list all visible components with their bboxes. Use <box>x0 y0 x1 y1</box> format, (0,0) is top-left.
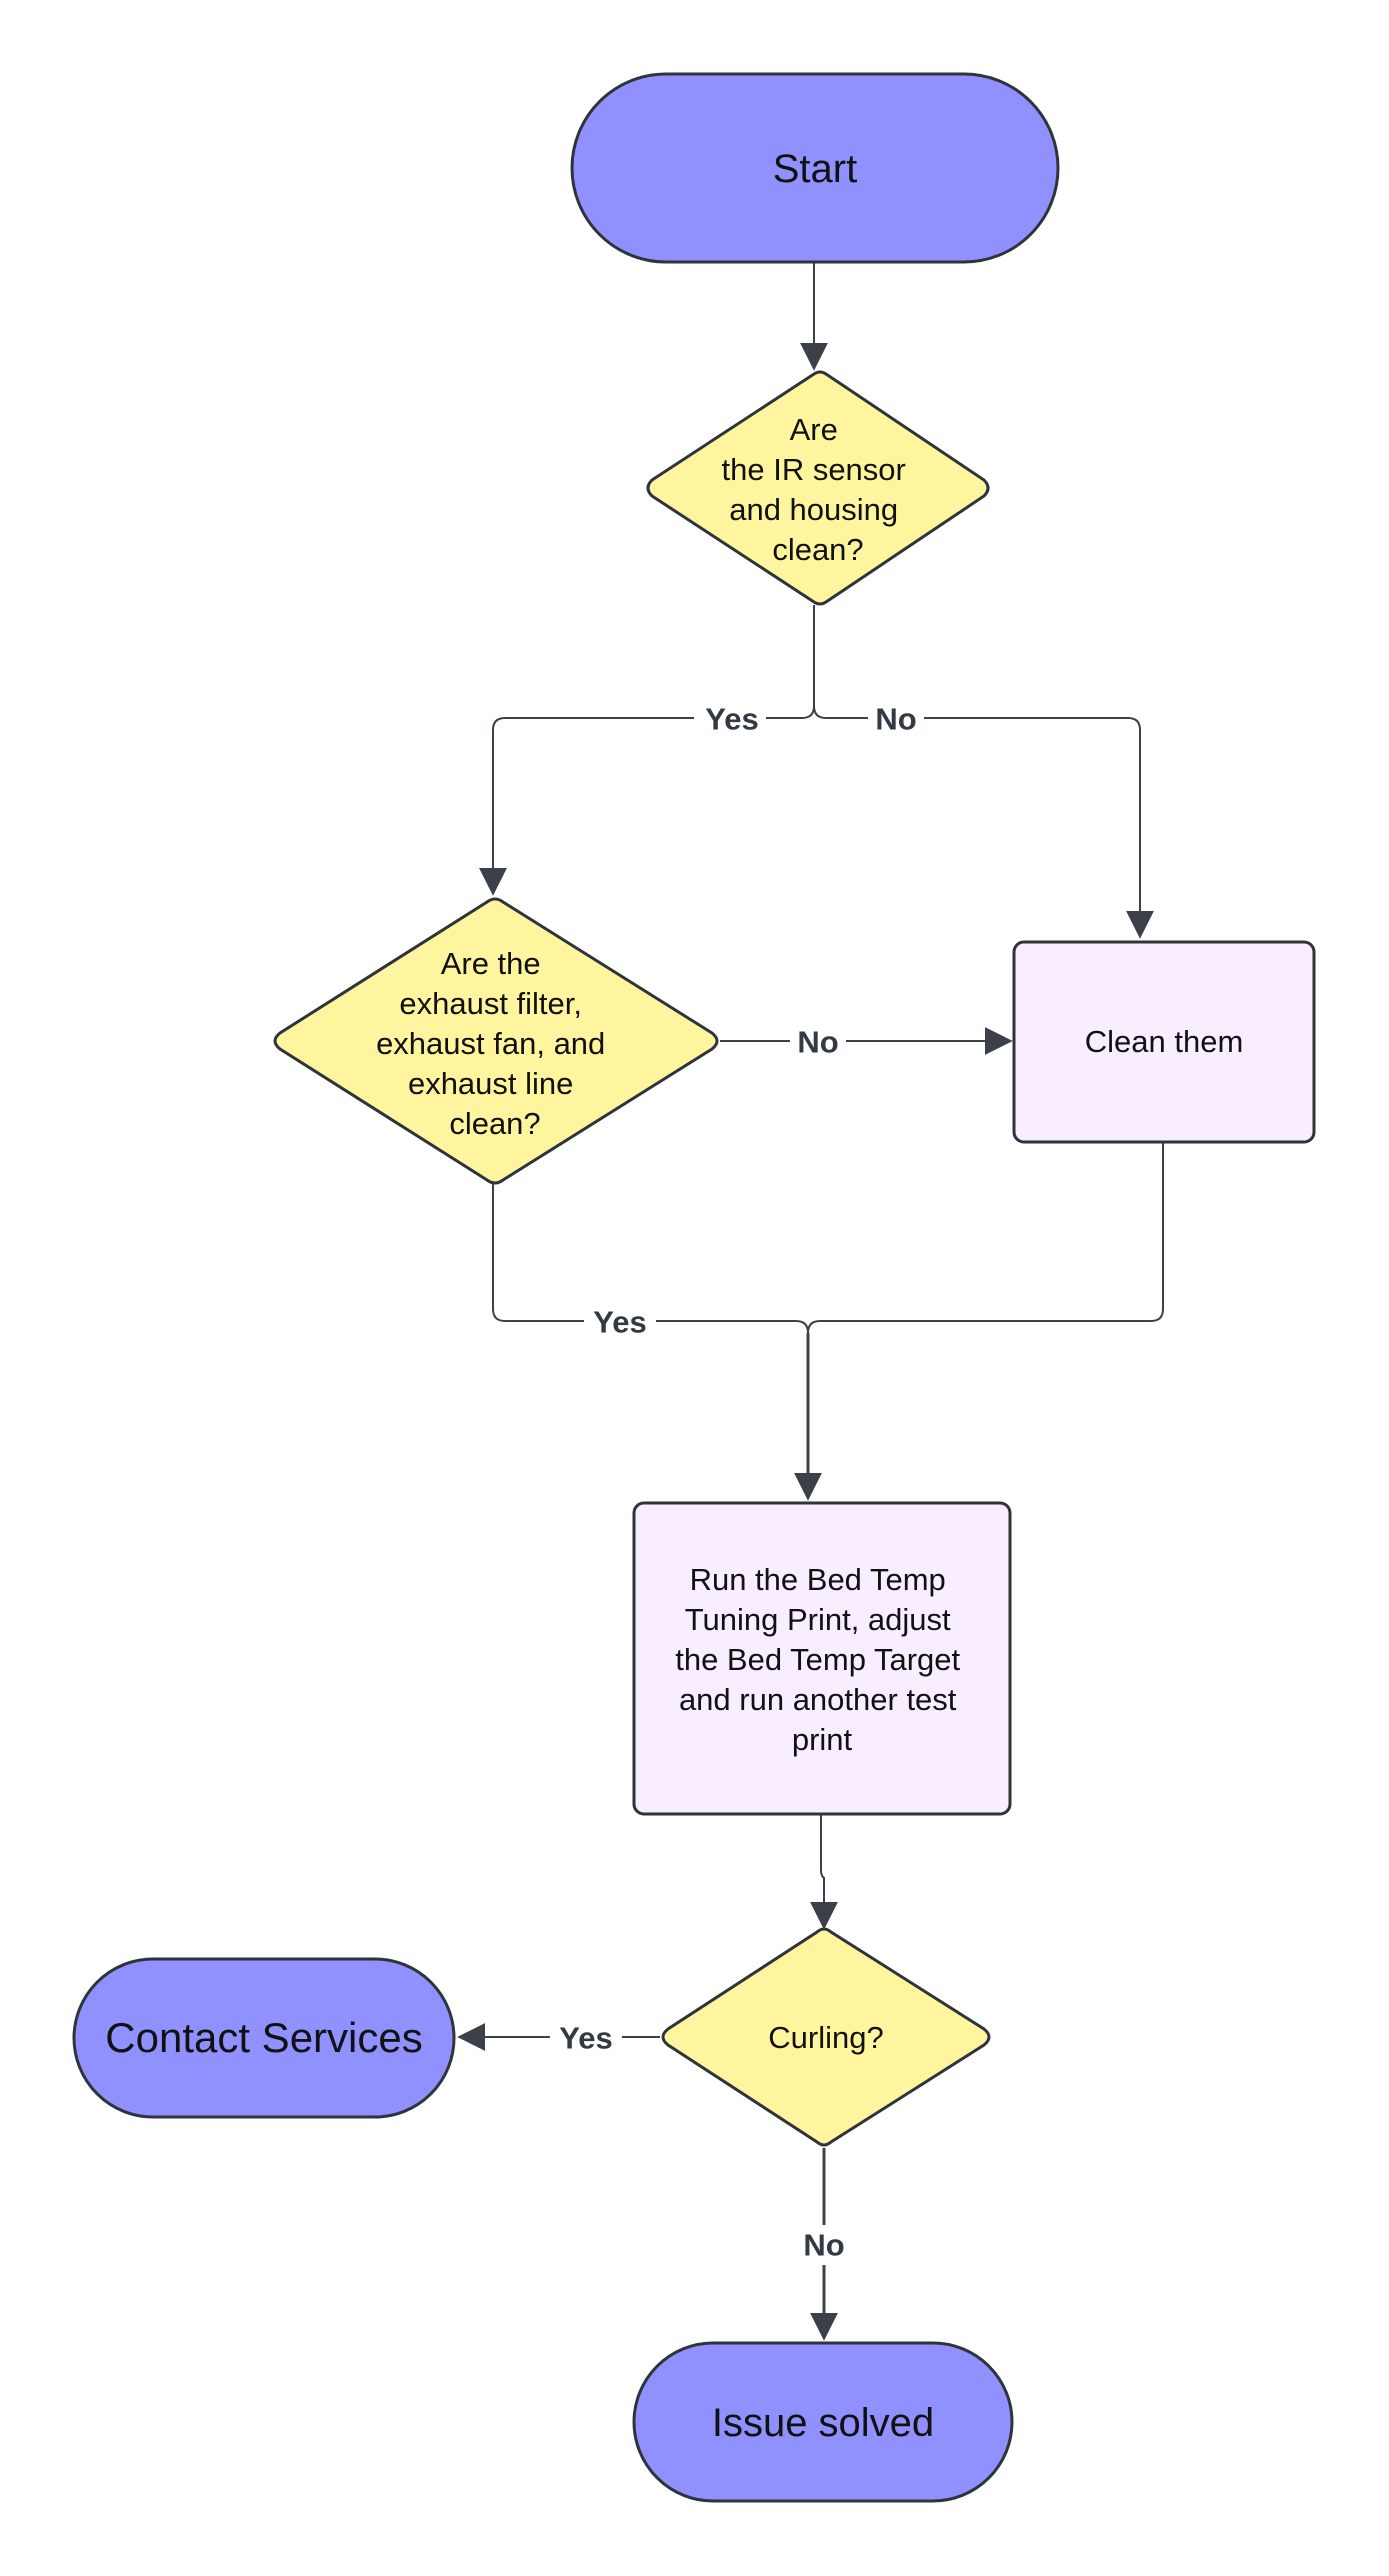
issue-solved-node: Issue solved <box>632 2341 1014 2503</box>
run-tuning-label: Run the Bed Temp Tuning Print, adjust th… <box>675 1562 969 1757</box>
curling-decision-label: Curling? <box>768 2020 883 2055</box>
edge-exhaust-yes <box>492 1183 809 1334</box>
edge-label-exhaust-yes: Yes <box>593 1305 646 1340</box>
curling-decision: Curling? <box>661 1927 991 2147</box>
start-node: Start <box>570 72 1060 264</box>
contact-services-node: Contact Services <box>72 1957 456 2119</box>
edge-label-curling-no: No <box>803 2228 844 2263</box>
edge-run-to-curling <box>810 1814 838 1930</box>
exhaust-decision-label: Are the exhaust filter, exhaust fan, and… <box>376 946 614 1141</box>
clean-them-step: Clean them <box>1012 940 1316 1144</box>
exhaust-decision: Are the exhaust filter, exhaust fan, and… <box>273 897 719 1185</box>
start-label: Start <box>773 147 857 191</box>
contact-services-label: Contact Services <box>105 2014 422 2061</box>
clean-them-label: Clean them <box>1085 1024 1244 1059</box>
edge-label-exhaust-no: No <box>797 1025 838 1060</box>
edge-label-curling-yes: Yes <box>559 2021 612 2056</box>
edge-ir-yes <box>479 605 815 896</box>
ir-sensor-decision-label: Are the IR sensor and housing clean? <box>722 412 915 567</box>
run-tuning-step: Run the Bed Temp Tuning Print, adjust th… <box>632 1501 1012 1816</box>
issue-solved-label: Issue solved <box>712 2401 934 2445</box>
ir-sensor-decision: Are the IR sensor and housing clean? <box>646 370 990 606</box>
edge-label-ir-no: No <box>875 702 916 737</box>
edge-clean-to-merge <box>807 1142 1164 1334</box>
edge-label-ir-yes: Yes <box>705 702 758 737</box>
edge-ir-no <box>813 705 1154 939</box>
